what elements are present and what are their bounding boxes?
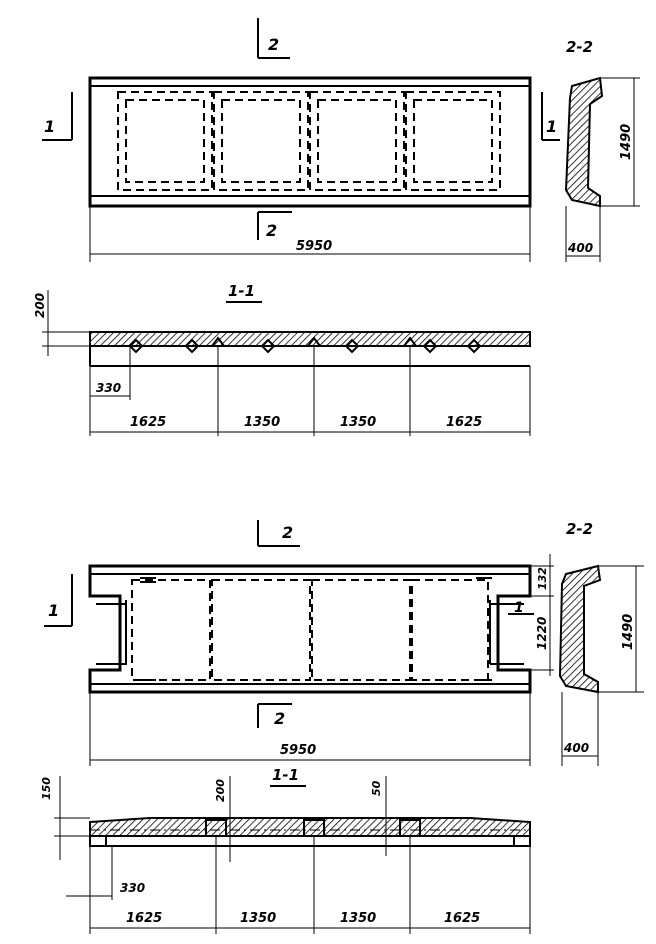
panel-a-section22-title: 2-2	[566, 38, 593, 56]
panel-b-opening	[311, 579, 411, 681]
panel-a-section11-title: 1-1	[228, 282, 255, 300]
panel-a-span-4: 1625	[446, 415, 482, 430]
panel-a-section-mark-right: 1	[546, 117, 557, 136]
panel-a-section-1-1: 1-1 200 330 162	[33, 282, 531, 436]
panel-a-section22-height: 1490	[619, 124, 634, 160]
panel-a-outline	[88, 76, 532, 208]
panel-b-section11-title: 1-1	[272, 766, 299, 784]
panel-b-overall-length: 5950	[280, 743, 316, 758]
panel-b-span-3: 1350	[340, 911, 376, 926]
panel-a-section-mark-top: 2	[268, 35, 279, 54]
panel-b-section22-width: 400	[563, 741, 589, 755]
panel-a-section22-profile	[564, 76, 604, 208]
panel-b-section-2-2: 2-2 1490 400	[558, 520, 644, 766]
panel-b-section-mark-left: 1	[48, 601, 59, 620]
panel-b-section22-profile	[558, 564, 602, 694]
panel-a-span-2: 1350	[244, 415, 280, 430]
panel-a-section-mark-bottom: 2	[266, 221, 277, 240]
panel-b-opening	[211, 579, 311, 681]
panel-b-section11-rib-dim: 200	[214, 779, 227, 802]
panel-a-span-1: 1625	[130, 415, 166, 430]
panel-b-section-mark-top: 2	[282, 523, 293, 542]
panel-a-plan: 2 2 1 1 5950	[42, 18, 560, 262]
panel-a-opening	[309, 91, 405, 191]
panel-a-section-2-2: 2-2 1490 400	[564, 38, 640, 262]
panel-a-section-mark-left: 1	[44, 117, 55, 136]
panel-b-section22-title: 2-2	[566, 520, 593, 538]
panel-b-section11-small-dim: 50	[370, 780, 383, 796]
panel-b-section11-thickness: 150	[40, 777, 53, 800]
panel-a-opening	[405, 91, 501, 191]
panel-b-span-1: 1625	[126, 911, 162, 926]
panel-b-section-1-1: 1-1 150 200 50 330 1625 1350 1350	[40, 766, 531, 934]
panel-b-span-2: 1350	[240, 911, 276, 926]
panel-b-dim-1220: 1220	[535, 617, 549, 650]
panel-a-opening	[213, 91, 309, 191]
panel-b-section22-height: 1490	[621, 614, 636, 650]
panel-b-opening	[131, 579, 211, 681]
panel-b-plan: 2 2 1 1 132 1220 5950	[44, 520, 554, 766]
panel-a-section11-offset: 330	[96, 381, 121, 395]
panel-a-section11-ribs	[128, 336, 482, 354]
panel-a-section11-thickness: 200	[33, 293, 47, 318]
panel-a-overall-length: 5950	[296, 239, 332, 254]
panel-a-opening	[117, 91, 213, 191]
panel-b-section-mark-right: 1	[514, 600, 524, 616]
panel-b-span-4: 1625	[444, 911, 480, 926]
panel-a-span-3: 1350	[340, 415, 376, 430]
panel-a-section22-width: 400	[567, 241, 593, 255]
panel-b-opening	[411, 579, 489, 681]
panel-b-section-mark-bottom: 2	[274, 709, 285, 728]
panel-b-section11-offset: 330	[120, 881, 145, 895]
panel-b-dim-132: 132	[536, 567, 549, 590]
